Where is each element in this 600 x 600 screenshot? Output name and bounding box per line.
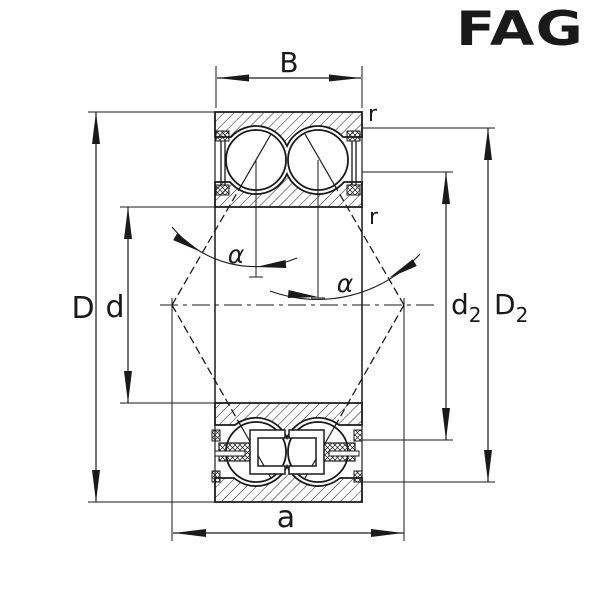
contact-angle-right-label: α — [337, 269, 354, 298]
contact-line-top-right — [334, 185, 405, 306]
pressure-center-distance-label: a — [277, 500, 295, 535]
outer-shoulder-label: D2 — [494, 288, 528, 327]
chamfer-outer-label: r — [368, 102, 378, 127]
inner-shoulder-label: d2 — [451, 288, 482, 327]
fag-logo: FAG — [456, 2, 584, 57]
angle-arrowheads — [173, 233, 417, 298]
outer-ring-bottom-section — [214, 463, 363, 503]
dimension-arrowheads — [92, 74, 492, 537]
seal-top-right — [346, 130, 361, 196]
outer-ring-top-section — [214, 111, 363, 149]
radial-reference-right — [311, 160, 325, 299]
seal-bottom-left — [211, 429, 286, 483]
seal-shield-left — [249, 429, 286, 475]
width-label: B — [279, 46, 298, 79]
inner-ring-bottom-section — [214, 402, 363, 441]
outer-diameter-label: D — [71, 291, 94, 326]
seal-top-left — [215, 130, 230, 196]
extension-lines — [88, 66, 495, 541]
bore-diameter-label: d — [105, 290, 124, 325]
radial-reference-left — [249, 160, 263, 278]
contact-angle-left-label: α — [228, 240, 245, 269]
inner-ring-top-section — [214, 171, 363, 208]
chamfer-inner-label: r — [369, 205, 379, 230]
contact-line-top-left — [171, 185, 242, 306]
seal-shield-right — [288, 429, 325, 475]
seal-bottom-right — [288, 429, 363, 483]
bearing-rings — [214, 111, 363, 503]
